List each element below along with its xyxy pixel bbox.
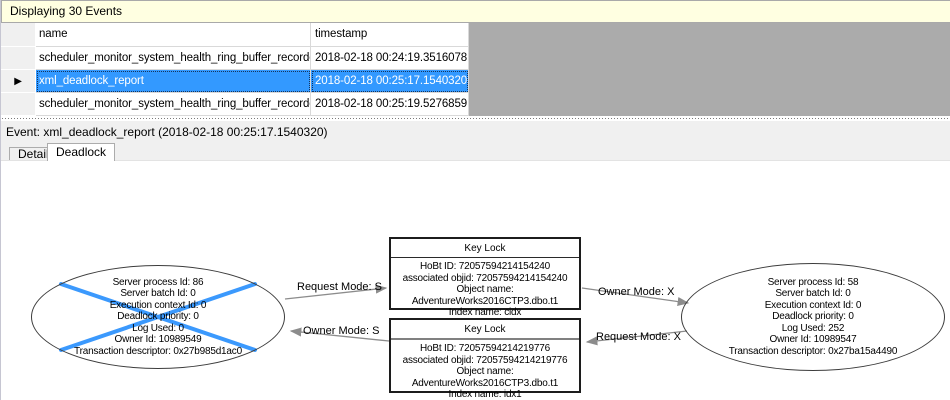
- resource-attr: Object name: AdventureWorks2016CTP3.dbo.…: [411, 284, 559, 307]
- name-cell[interactable]: xml_deadlock_report: [36, 70, 311, 93]
- resource-attr: HoBt ID: 72057594214154240: [420, 261, 550, 272]
- process-attr: Owner Id: 10989547: [769, 334, 857, 346]
- process-attr: Transaction descriptor: 0x27b985d1ac0: [74, 345, 242, 357]
- horizontal-splitter[interactable]: [1, 116, 950, 121]
- row-selector-header-cell: [1, 23, 36, 47]
- resource-title: Key Lock: [391, 239, 579, 258]
- events-count-bar: Displaying 30 Events: [1, 0, 950, 23]
- table-row[interactable]: scheduler_monitor_system_health_ring_buf…: [1, 93, 950, 116]
- timestamp-cell[interactable]: 2018-02-18 00:25:17.1540320: [311, 70, 469, 93]
- resource-attr: associated objid: 72057594214219776: [402, 354, 568, 366]
- resource-attr: Index name: cidx: [448, 307, 522, 318]
- column-header-timestamp[interactable]: timestamp: [311, 23, 469, 47]
- row-selector-cell[interactable]: [1, 47, 36, 70]
- resource-attr: Index name: idx1: [448, 389, 522, 400]
- process-node-victim: Server process Id: 86 Server batch Id: 0…: [31, 265, 285, 369]
- edge-label-owner-mode-x: Owner Mode: X: [598, 286, 675, 298]
- process-attr: Deadlock priority: 0: [772, 311, 854, 323]
- name-cell[interactable]: scheduler_monitor_system_health_ring_buf…: [36, 93, 311, 116]
- process-attr: Server process Id: 86: [112, 276, 204, 288]
- event-summary-label: Event: xml_deadlock_report (2018-02-18 0…: [6, 125, 328, 139]
- table-row[interactable]: scheduler_monitor_system_health_ring_buf…: [1, 47, 950, 70]
- process-node: Server process Id: 58 Server batch Id: 0…: [681, 263, 945, 371]
- timestamp-cell[interactable]: 2018-02-18 00:24:19.3516078: [311, 47, 469, 70]
- resource-attr: HoBt ID: 72057594214219776: [420, 343, 550, 354]
- row-selector-cell[interactable]: ▶: [1, 70, 36, 93]
- current-row-arrow-icon: ▶: [14, 75, 22, 87]
- row-selector-cell[interactable]: [1, 93, 36, 116]
- process-attr: Deadlock priority: 0: [117, 311, 199, 323]
- timestamp-cell[interactable]: 2018-02-18 00:25:19.5276859: [311, 93, 469, 116]
- process-attr: Owner Id: 10989549: [114, 334, 202, 346]
- event-summary-bar: Event: xml_deadlock_report (2018-02-18 0…: [1, 121, 950, 143]
- edge-label-request-mode-x: Request Mode: X: [596, 331, 681, 343]
- process-attr: Log Used: 252: [781, 322, 845, 334]
- edge-label-owner-mode-s: Owner Mode: S: [303, 325, 380, 337]
- column-header-name[interactable]: name: [36, 23, 311, 47]
- process-attr: Server batch Id: 0: [775, 288, 851, 300]
- resource-node-keylock: Key Lock HoBt ID: 72057594214219776 asso…: [389, 318, 581, 400]
- grid-header-row: name timestamp: [1, 23, 950, 47]
- tab-deadlock[interactable]: Deadlock: [47, 143, 116, 161]
- process-attr: Log Used: 0: [132, 322, 184, 334]
- process-attr: Transaction descriptor: 0x27ba15a4490: [728, 345, 898, 357]
- process-attr: Execution context Id: 0: [109, 299, 207, 311]
- detail-tabs: Details Deadlock: [1, 143, 950, 161]
- process-attr: Server batch Id: 0: [120, 288, 196, 300]
- resource-attr: Object name: AdventureWorks2016CTP3.dbo.…: [411, 366, 559, 389]
- process-attr: Server process Id: 58: [767, 276, 859, 288]
- name-cell[interactable]: scheduler_monitor_system_health_ring_buf…: [36, 47, 311, 70]
- events-grid: name timestamp scheduler_monitor_system_…: [1, 23, 950, 116]
- resource-node-keylock: Key Lock HoBt ID: 72057594214154240 asso…: [389, 237, 581, 318]
- process-attr: Execution context Id: 0: [764, 299, 862, 311]
- edge-label-request-mode-s: Request Mode: S: [297, 281, 382, 293]
- table-row-selected[interactable]: ▶ xml_deadlock_report 2018-02-18 00:25:1…: [1, 70, 950, 93]
- resource-title: Key Lock: [391, 320, 579, 340]
- resource-attr: associated objid: 72057594214154240: [402, 272, 568, 284]
- events-count-label: Displaying 30 Events: [10, 4, 123, 18]
